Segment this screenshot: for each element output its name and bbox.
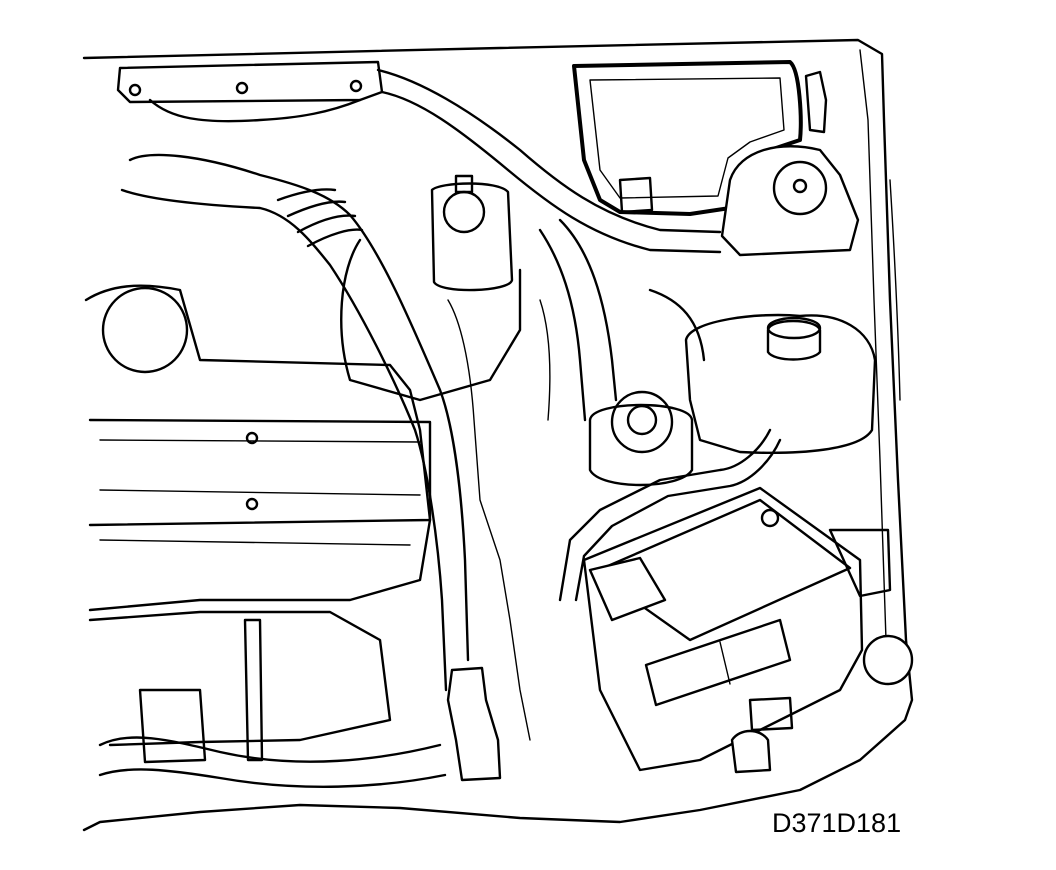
brake-reservoir	[430, 182, 514, 292]
hood-inner-ledge	[859, 49, 887, 641]
battery-terminal	[588, 556, 667, 622]
upper-hose-edge	[380, 90, 722, 254]
lower-hose	[98, 736, 442, 763]
oil-filler-cap	[101, 286, 189, 374]
expansion-tank-cap	[766, 316, 822, 340]
cover-screw-1	[245, 431, 259, 445]
wiring-harness-3	[889, 179, 901, 401]
coolant-tank-upper	[720, 145, 860, 257]
fuse-box-inner	[589, 77, 785, 199]
intake-rib-2	[286, 200, 347, 218]
intake-rib-3	[296, 214, 357, 234]
hood-opening-outline	[82, 38, 914, 832]
lower-mount	[138, 688, 207, 764]
lower-hose-edge	[98, 768, 447, 788]
lower-bracket	[243, 618, 264, 762]
battery-top-panel	[592, 498, 852, 642]
cover-ridge-2	[99, 489, 421, 496]
engine-cover	[84, 284, 432, 612]
battery-label-divider	[719, 641, 731, 685]
cover-ridge-3	[99, 539, 411, 546]
power-steering-reservoir	[588, 403, 694, 487]
battery	[582, 486, 864, 772]
wiring-harness-1	[447, 299, 531, 741]
bracket-bolt-left	[128, 83, 142, 97]
upper-bracket	[116, 60, 384, 104]
battery-side-label	[644, 618, 792, 707]
expansion-tank-cap-body	[766, 319, 822, 361]
coolant-cap	[772, 160, 828, 216]
hose-coupling	[446, 666, 502, 782]
bracket-lower-curve	[148, 98, 362, 123]
upper-hose	[376, 68, 722, 234]
right-bracket	[828, 528, 892, 598]
cover-ridge-1	[99, 439, 421, 443]
brake-booster	[340, 238, 522, 402]
mid-hose-1	[538, 228, 587, 422]
cover-screw-2	[245, 497, 259, 511]
power-steering-cap	[610, 390, 674, 454]
lower-right-connector	[730, 729, 772, 774]
intake-rib-1	[276, 188, 337, 202]
mid-hose-3	[648, 288, 706, 362]
figure-reference-code: D371D181	[772, 808, 902, 838]
mid-hose-2	[558, 218, 618, 402]
coolant-cap-center	[792, 178, 808, 194]
lower-engine-block	[88, 610, 392, 747]
fuse-box-clip	[618, 176, 654, 214]
fuse-box	[572, 60, 803, 216]
bracket-bolt-right	[349, 79, 363, 93]
power-steering-cap-inner	[626, 404, 658, 436]
top-right-connector	[804, 70, 828, 134]
right-hose	[558, 428, 772, 602]
battery-vent	[760, 508, 780, 528]
air-intake-pipe	[128, 153, 470, 662]
wiring-harness-2	[539, 299, 551, 421]
connector-plug	[748, 696, 794, 732]
intake-rib-4	[306, 228, 364, 248]
right-ball-joint	[862, 634, 914, 686]
expansion-tank	[684, 313, 877, 455]
right-hose-edge	[574, 438, 782, 602]
bracket-bolt-mid	[235, 81, 249, 95]
brake-reservoir-sensor	[454, 174, 474, 194]
cover-panel-top	[88, 418, 432, 527]
